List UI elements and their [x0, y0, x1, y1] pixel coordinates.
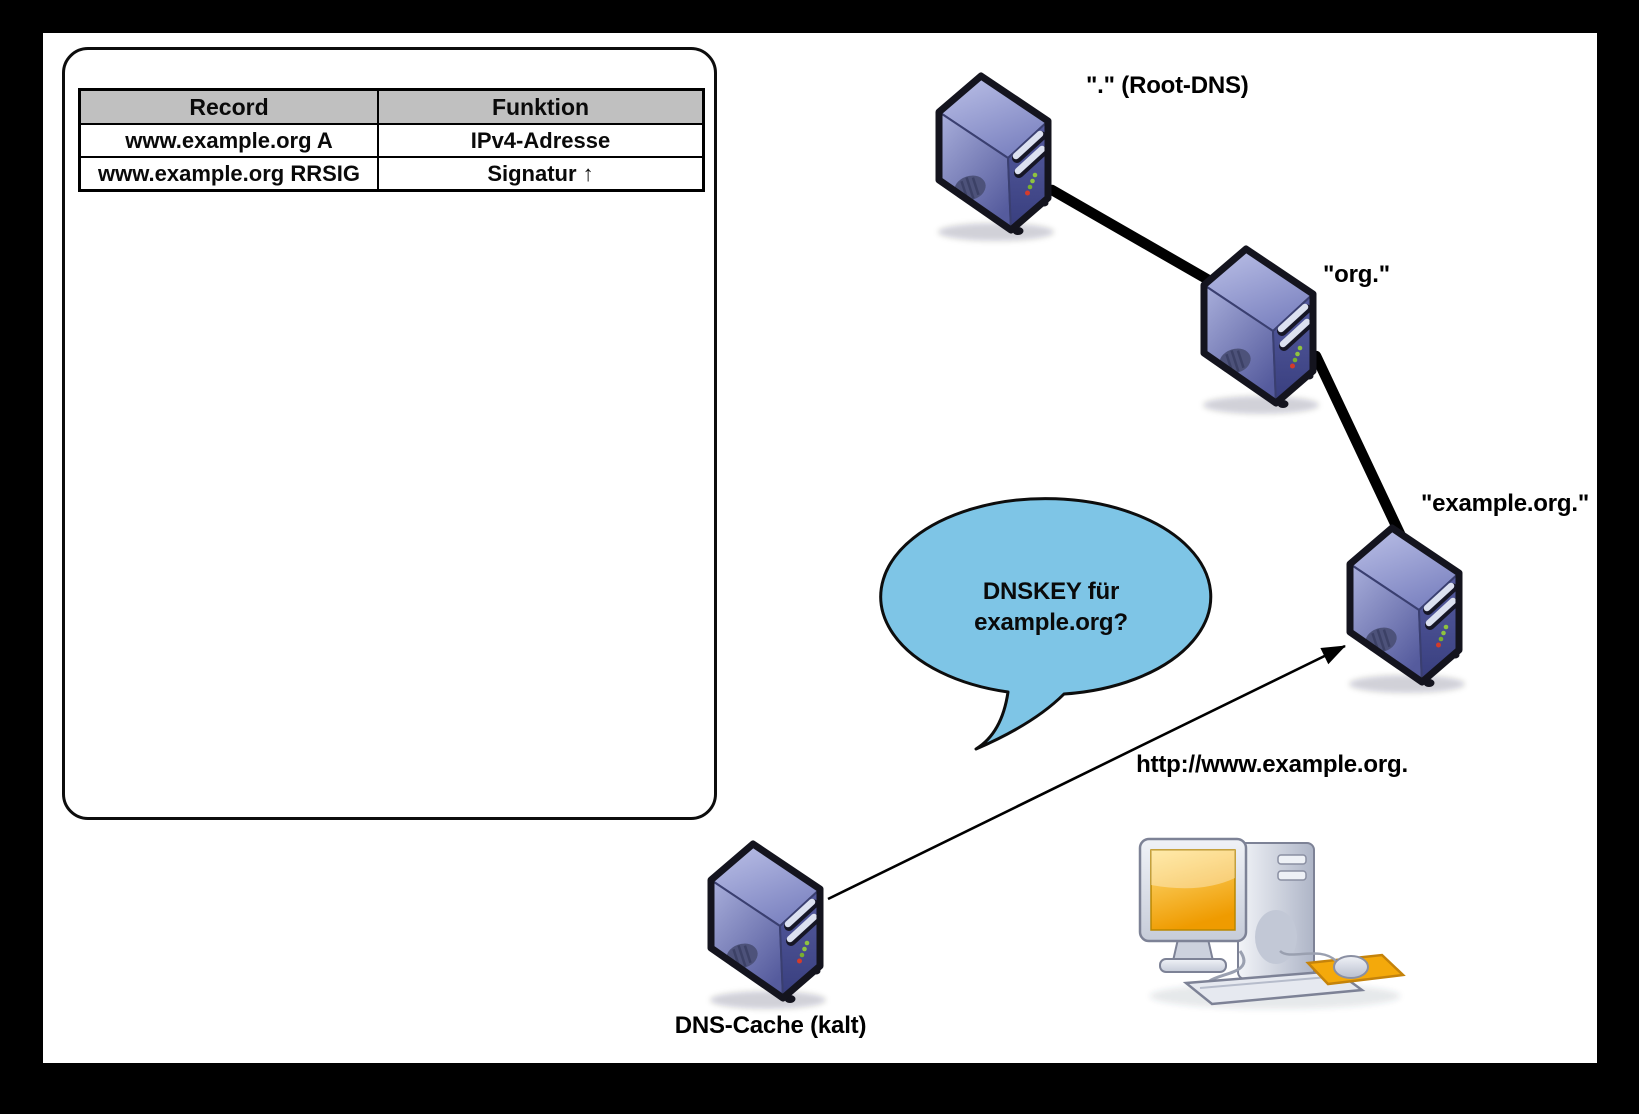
computer-mouse	[1333, 955, 1369, 979]
computer-tower	[1237, 842, 1315, 980]
root-dns-server-icon	[938, 76, 1054, 241]
org-server-icon	[1203, 249, 1319, 414]
record-table: Record Funktion www.example.org A IPv4-A…	[78, 88, 705, 192]
computer-keyboard	[1182, 969, 1366, 1006]
table-row: www.example.org A IPv4-Adresse	[78, 123, 705, 158]
funktion-column-header: Funktion	[377, 88, 705, 125]
table-header-row: Record Funktion	[78, 88, 705, 125]
dns-cache-server-icon	[710, 844, 826, 1009]
link-root-to-org	[1046, 184, 1218, 288]
org-label: "org."	[1323, 261, 1390, 288]
example-org-server-icon	[1349, 528, 1465, 693]
computer-monitor	[1138, 837, 1248, 973]
record-cell: www.example.org A	[78, 123, 379, 158]
record-cell: www.example.org RRSIG	[78, 156, 379, 192]
record-column-header: Record	[78, 88, 379, 125]
query-arrow-cache-to-example	[827, 644, 1346, 901]
speech-bubble-text: DNSKEY für example.org?	[901, 576, 1201, 638]
client-computer-icon	[1138, 837, 1406, 1009]
root-dns-label: "." (Root-DNS)	[1086, 72, 1249, 99]
example-org-label: "example.org."	[1421, 490, 1590, 517]
url-label: http://www.example.org.	[1136, 751, 1408, 778]
funktion-cell: Signatur ↑	[377, 156, 705, 192]
computer-screen	[1150, 849, 1236, 931]
dns-cache-label: DNS-Cache (kalt)	[674, 1012, 867, 1039]
speech-bubble-line1: DNSKEY für	[982, 578, 1120, 605]
funktion-cell: IPv4-Adresse	[377, 123, 705, 158]
link-org-to-example	[1310, 350, 1406, 540]
speech-bubble-line2: example.org?	[974, 609, 1128, 636]
speech-bubble	[879, 497, 1213, 751]
table-row: www.example.org RRSIG Signatur ↑	[78, 156, 705, 192]
